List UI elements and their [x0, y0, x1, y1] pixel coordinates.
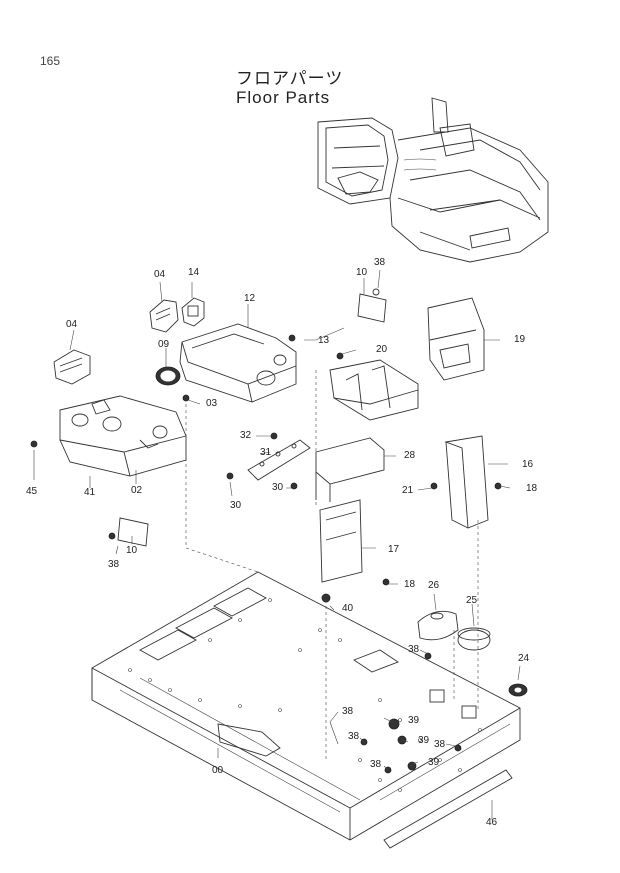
callout-label: 04	[66, 319, 78, 330]
callout-label: 38	[370, 759, 382, 770]
page-title-japanese: フロアパーツ	[236, 69, 344, 89]
page-number: 165	[40, 54, 61, 68]
excavator-illustration	[317, 97, 549, 263]
grommet-24	[508, 683, 528, 697]
callout-label: 12	[244, 293, 256, 304]
callout-label: 41	[84, 487, 96, 498]
callout-label: 17	[388, 544, 400, 555]
plate-10-lower	[117, 517, 149, 547]
callout-label: 19	[514, 334, 526, 345]
callout-label: 32	[240, 430, 252, 441]
bracket-17	[319, 499, 363, 583]
page-title-english: Floor Parts	[236, 88, 331, 107]
switch-14	[181, 297, 205, 327]
callout-label: 20	[376, 344, 388, 355]
switch-04-upper	[149, 299, 179, 333]
leader-lines	[33, 269, 521, 820]
plate-10-upper	[357, 288, 387, 323]
callout-label: 03	[206, 398, 218, 409]
callout-label: 18	[404, 579, 416, 590]
callout-label: 30	[230, 500, 242, 511]
callout-label: 25	[466, 595, 478, 606]
callout-label: 14	[188, 267, 200, 278]
callout-label: 38	[342, 706, 354, 717]
callout-label: 39	[418, 735, 430, 746]
callout-label: 13	[318, 335, 330, 346]
callout-label: 02	[131, 485, 143, 496]
bracket-16	[444, 435, 489, 529]
callout-label: 39	[428, 757, 440, 768]
callout-label: 46	[486, 817, 498, 828]
callout-label: 38	[408, 644, 420, 655]
bracket-28	[315, 437, 385, 502]
callout-label: 38	[348, 731, 360, 742]
callout-label: 00	[212, 765, 224, 776]
callout-label: 18	[526, 483, 538, 494]
step-bar-46	[383, 769, 513, 849]
cover-26	[417, 610, 459, 641]
callout-label: 26	[428, 580, 440, 591]
seat-box-12	[179, 323, 297, 403]
floor-plate-00	[91, 571, 521, 841]
callout-label: 30	[272, 482, 284, 493]
callout-label: 40	[342, 603, 354, 614]
callout-label: 31	[260, 447, 272, 458]
callout-label: 38	[108, 559, 120, 570]
callout-label: 45	[26, 486, 38, 497]
control-stand-41	[59, 395, 187, 477]
plate-31	[247, 439, 311, 481]
callout-label: 38	[434, 739, 446, 750]
bracket-19	[427, 297, 485, 381]
bracket-assembly-20	[329, 359, 419, 421]
callout-label: 28	[404, 450, 416, 461]
callout-label: 16	[522, 459, 534, 470]
callout-label: 24	[518, 653, 530, 664]
callout-label: 04	[154, 269, 166, 280]
callout-label: 09	[158, 339, 170, 350]
callout-label: 10	[126, 545, 138, 556]
cover-25	[457, 627, 491, 651]
callout-label: 38	[374, 257, 386, 268]
callout-label: 21	[402, 485, 414, 496]
switch-04-left	[53, 349, 91, 385]
callout-label: 10	[356, 267, 368, 278]
callout-label: 39	[408, 715, 420, 726]
ring-09	[155, 366, 181, 386]
